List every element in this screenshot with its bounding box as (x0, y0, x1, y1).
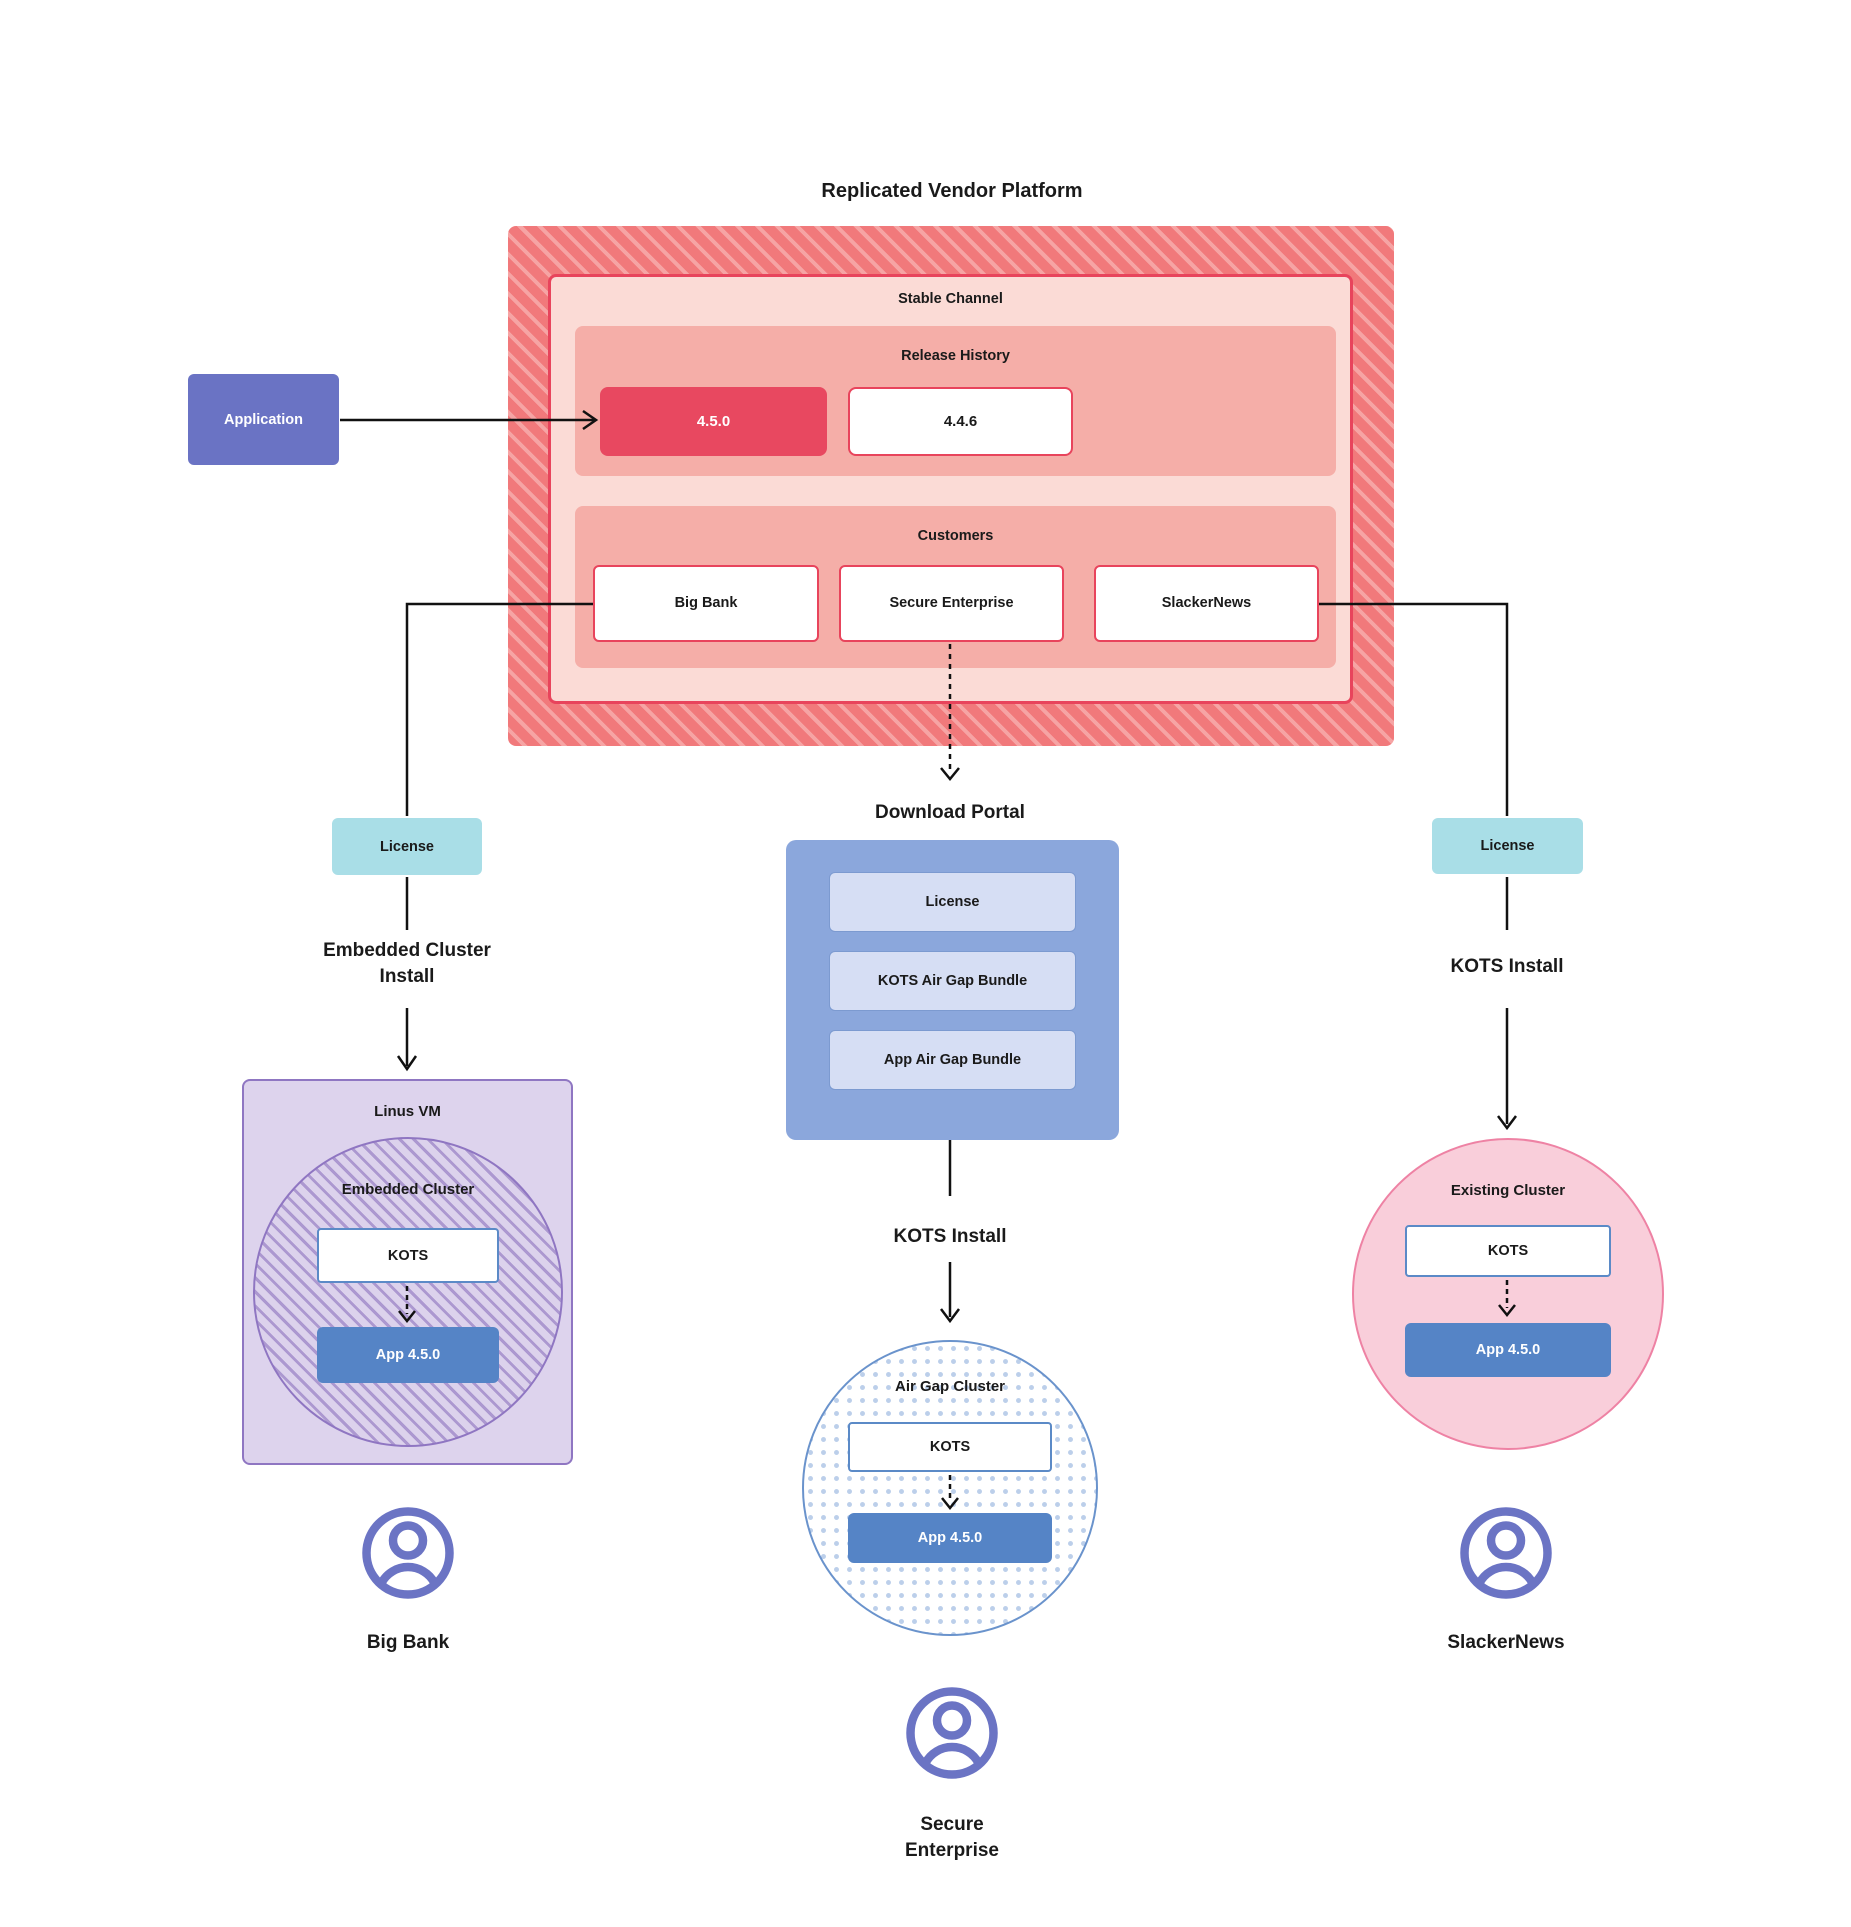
existing-cluster-label: Existing Cluster (1450, 1182, 1566, 1199)
release-4-4-6: 4.4.6 (848, 387, 1073, 456)
arrowhead-down-icon (940, 1308, 960, 1324)
license-box-left: License (332, 818, 482, 875)
app-box-right: App 4.5.0 (1405, 1323, 1611, 1377)
customer-secure-enterprise: Secure Enterprise (839, 565, 1064, 642)
embedded-cluster-circle (253, 1137, 563, 1447)
big-bank-user-label: Big Bank (366, 1632, 450, 1653)
download-portal-label: Download Portal (875, 802, 1025, 823)
portal-license-item: License (829, 872, 1076, 932)
customer-slackernews: SlackerNews (1094, 565, 1319, 642)
arrowhead-down-icon (396, 1055, 418, 1072)
arrowhead-down-icon (940, 767, 960, 781)
kots-install-label-right: KOTS Install (1450, 956, 1564, 977)
kots-install-label-middle: KOTS Install (893, 1226, 1007, 1247)
slackernews-user-label: SlackerNews (1447, 1632, 1565, 1653)
portal-app-bundle-item: App Air Gap Bundle (829, 1030, 1076, 1090)
stable-channel-label: Stable Channel (898, 291, 1003, 307)
kots-box-right: KOTS (1405, 1225, 1611, 1277)
user-icon (1456, 1503, 1556, 1603)
application-box: Application (188, 374, 339, 465)
release-4-5-0: 4.5.0 (600, 387, 827, 456)
page-title: Replicated Vendor Platform (821, 180, 1083, 202)
app-box-left: App 4.5.0 (317, 1327, 499, 1383)
portal-kots-bundle-item: KOTS Air Gap Bundle (829, 951, 1076, 1011)
kots-box-left: KOTS (317, 1228, 499, 1283)
user-icon (902, 1683, 1002, 1783)
user-icon (358, 1503, 458, 1603)
customers-label: Customers (917, 528, 994, 544)
secure-enterprise-user-label: Secure Enterprise (905, 1814, 999, 1861)
embedded-cluster-install-label: Embedded Cluster Install (323, 940, 491, 987)
customer-big-bank: Big Bank (593, 565, 819, 642)
license-box-right: License (1432, 818, 1583, 874)
kots-box-middle: KOTS (848, 1422, 1052, 1472)
release-history-label: Release History (901, 348, 1010, 364)
air-gap-cluster-label: Air Gap Cluster (894, 1378, 1006, 1395)
embedded-cluster-label: Embedded Cluster (341, 1181, 475, 1198)
air-gap-cluster-circle (802, 1340, 1098, 1636)
arrowhead-down-icon (1497, 1115, 1517, 1131)
linus-vm-label: Linus VM (374, 1103, 441, 1120)
app-box-middle: App 4.5.0 (848, 1513, 1052, 1563)
